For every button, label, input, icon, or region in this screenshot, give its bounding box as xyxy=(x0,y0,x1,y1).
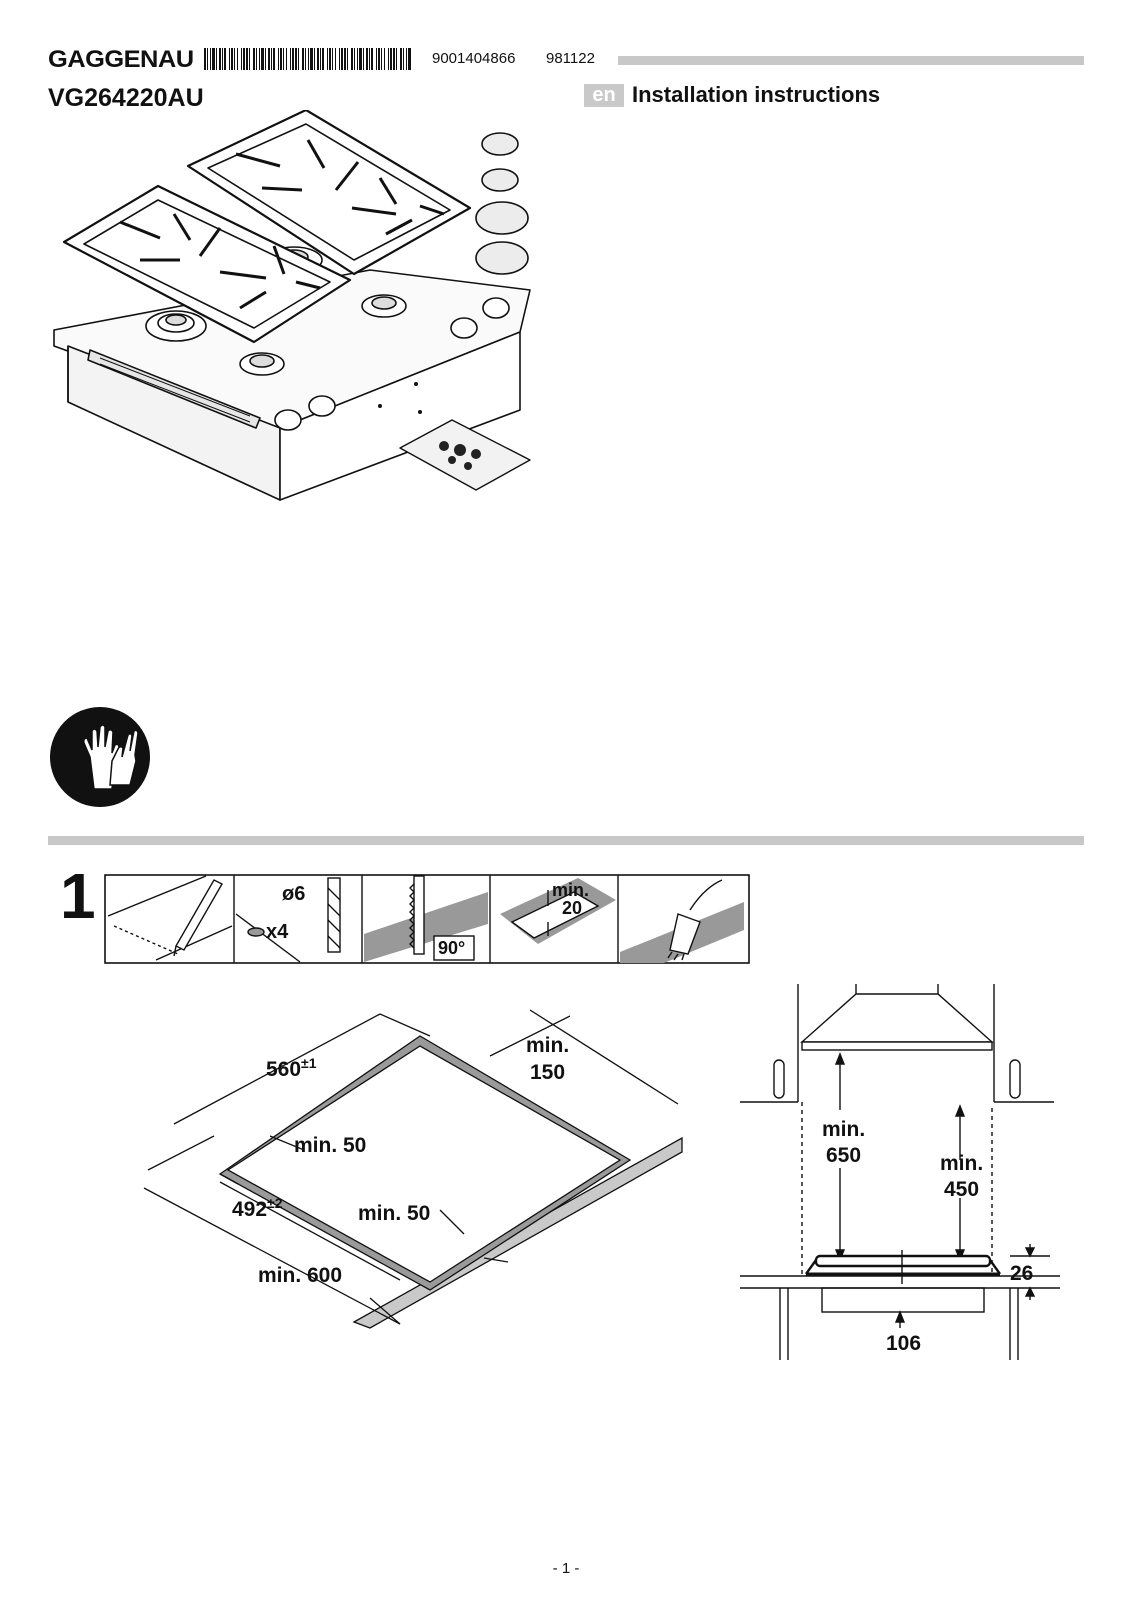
sealing-brush-icon xyxy=(620,879,744,963)
drill-bit-icon: ø6 x4 xyxy=(235,877,341,963)
step-icon-strip: ø6 x4 90° min. 20 xyxy=(104,874,750,964)
gloves-icon xyxy=(50,707,150,807)
step-number: 1 xyxy=(60,860,96,932)
cutout-dimension-drawing: 560±1 492±2 min. 600 min. 150 min. 50 mi… xyxy=(143,1009,683,1329)
cooktop-illustration xyxy=(53,110,531,501)
cutout-depth-label: 492±2 xyxy=(232,1195,283,1221)
saw-cut-icon: 90° xyxy=(364,875,488,962)
installation-section-drawing: min. 650 min. 450 26 106 xyxy=(740,984,1060,1360)
language-badge: en xyxy=(584,84,624,107)
cutout-width-label: 560±1 xyxy=(266,1055,317,1081)
date-code: 981122 xyxy=(546,50,595,67)
brand-logo: GAGGENAU xyxy=(48,46,194,73)
installation-depth: 106 xyxy=(886,1332,921,1355)
height-above-worktop: 26 xyxy=(1010,1262,1033,1285)
rear-clearance-min-label: min. xyxy=(526,1034,569,1057)
saw-angle-label: 90° xyxy=(438,938,465,958)
front-clearance-label: min. 50 xyxy=(358,1202,430,1225)
cabinet-min-label: min. xyxy=(940,1152,983,1175)
model-number: VG264220AU xyxy=(48,84,204,112)
hood-min-value: 650 xyxy=(826,1144,861,1167)
drill-diameter-label: ø6 xyxy=(282,883,305,905)
cabinet-min-value: 450 xyxy=(944,1178,979,1201)
marking-pencil-icon xyxy=(107,875,233,961)
screw-count-label: x4 xyxy=(266,921,289,943)
header-rule xyxy=(618,56,1084,65)
min-label-20: min. xyxy=(552,880,589,900)
rear-clearance-value: 150 xyxy=(530,1061,565,1084)
worktop-min-label: min. 600 xyxy=(258,1264,342,1287)
document-title: Installation instructions xyxy=(632,82,881,107)
barcode xyxy=(204,48,411,70)
side-clearance-label: min. 50 xyxy=(294,1134,366,1157)
page-number: - 1 - xyxy=(552,1560,580,1577)
hood-min-label: min. xyxy=(822,1118,865,1141)
article-number: 9001404866 xyxy=(432,50,516,67)
min-value-20: 20 xyxy=(562,898,582,918)
section-divider xyxy=(48,836,1084,845)
cutout-clearance-icon: min. 20 xyxy=(500,878,616,944)
